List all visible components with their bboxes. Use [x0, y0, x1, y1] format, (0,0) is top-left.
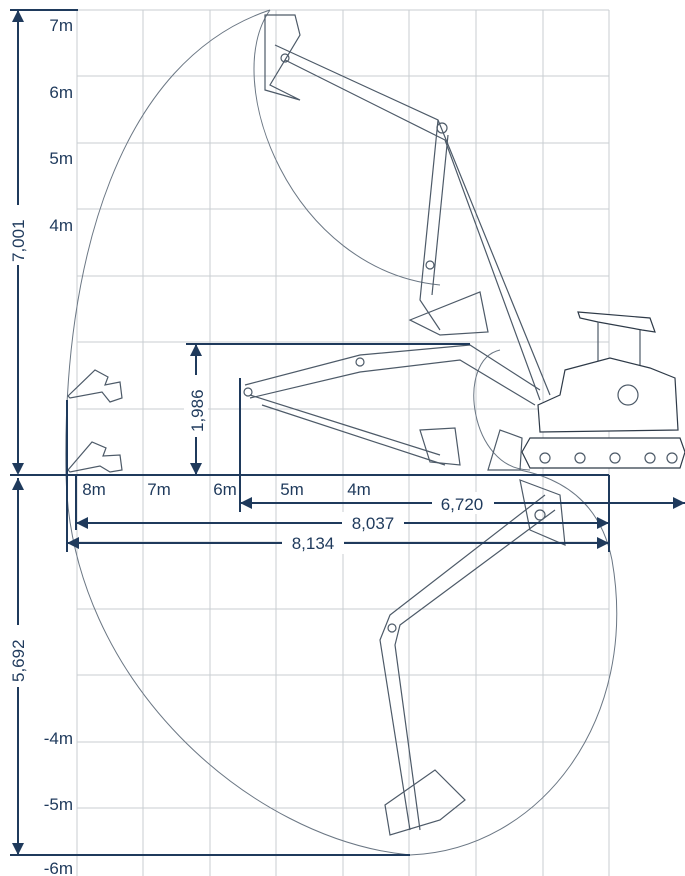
reach-tick: 5m	[280, 480, 304, 499]
reach-tick: 7m	[147, 480, 171, 499]
height-tick: 5m	[49, 149, 73, 168]
max-dump-height-label: 1,986	[188, 389, 207, 432]
max-reach-ground-label: 8,037	[352, 514, 395, 533]
arm-low-pose	[379, 479, 566, 836]
dim-max-dig-depth: 5,692	[6, 478, 410, 856]
min-swing-radius-label: 6,720	[441, 495, 484, 514]
dim-min-swing-radius: 6,720	[239, 378, 685, 514]
reach-tick: 8m	[82, 480, 106, 499]
depth-tick: -4m	[44, 729, 73, 748]
max-dig-height-label: 7,001	[9, 219, 28, 262]
reach-tick: 6m	[213, 480, 237, 499]
dim-max-dump-height: 1,986	[184, 343, 470, 475]
max-reach-label: 8,134	[292, 534, 335, 553]
reach-tick: 4m	[347, 480, 371, 499]
dim-max-reach-ground: 8,037	[75, 475, 610, 552]
grid	[76, 9, 610, 876]
height-tick: 6m	[49, 83, 73, 102]
dim-max-reach: 8,134	[66, 400, 609, 554]
depth-tick: -5m	[44, 795, 73, 814]
reach-axis-labels: 8m 7m 6m 5m 4m	[82, 480, 371, 499]
digging-envelope	[65, 9, 618, 856]
arm-mid-pose	[243, 344, 541, 466]
dim-max-dig-height: 7,001	[6, 9, 78, 475]
arm-top-pose	[264, 14, 551, 401]
excavator-body	[487, 311, 685, 471]
height-tick: 7m	[49, 16, 73, 35]
depth-axis-labels: -4m -5m -6m	[44, 729, 73, 876]
bucket-icon-upper	[67, 369, 123, 403]
depth-tick: -6m	[44, 859, 73, 876]
height-tick: 4m	[49, 216, 73, 235]
max-dig-depth-label: 5,692	[9, 639, 28, 682]
bucket-icon-lower	[67, 441, 123, 473]
height-axis-labels: 7m 6m 5m 4m	[49, 16, 73, 235]
